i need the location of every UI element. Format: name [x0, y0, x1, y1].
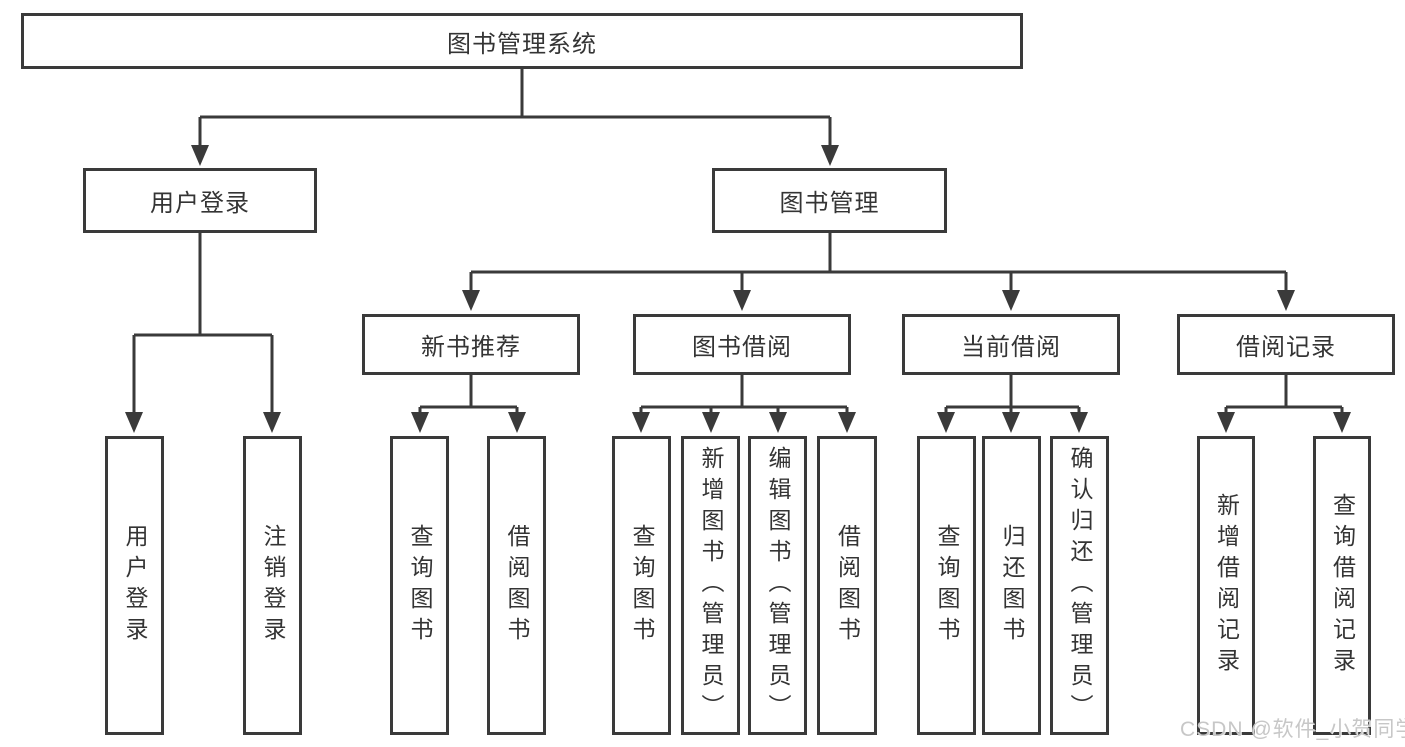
node-module-current-borrow: 当前借阅: [902, 314, 1120, 375]
leaf-label: 查询图书: [629, 523, 655, 648]
leaf-borrow-books-borrow: 借阅图书: [817, 436, 877, 735]
node-user-login: 用户登录: [83, 168, 317, 233]
leaf-add-borrow-record: 新增借阅记录: [1197, 436, 1255, 735]
leaf-label: 借阅图书: [504, 523, 530, 648]
leaf-borrow-books-recommend: 借阅图书: [487, 436, 546, 735]
connector-paths: [132, 69, 1344, 419]
leaf-label: 确认归还（管理员）: [1067, 446, 1093, 725]
leaf-user-login: 用户登录: [105, 436, 164, 735]
leaf-label: 借阅图书: [834, 523, 861, 648]
leaf-label: 查询图书: [934, 523, 960, 648]
node-module-book-borrow: 图书借阅: [633, 314, 851, 375]
leaf-edit-book-admin: 编辑图书（管理员）: [748, 436, 807, 735]
node-root-label: 图书管理系统: [447, 30, 597, 58]
module-label: 借阅记录: [1236, 334, 1336, 361]
leaf-query-books-recommend: 查询图书: [390, 436, 449, 735]
leaf-return-books: 归还图书: [982, 436, 1041, 735]
leaf-label: 查询借阅记录: [1329, 492, 1356, 679]
leaf-label: 新增借阅记录: [1213, 492, 1240, 679]
module-label: 图书借阅: [692, 334, 792, 361]
leaf-query-books-borrow: 查询图书: [612, 436, 671, 735]
node-module-new-book-recommend: 新书推荐: [362, 314, 580, 375]
leaf-label: 新增图书（管理员）: [698, 446, 724, 725]
leaf-add-book-admin: 新增图书（管理员）: [681, 436, 740, 735]
leaf-label: 归还图书: [999, 523, 1025, 648]
module-label: 当前借阅: [961, 334, 1061, 361]
leaf-query-books-current: 查询图书: [917, 436, 976, 735]
leaf-logout: 注销登录: [243, 436, 302, 735]
leaf-query-borrow-record: 查询借阅记录: [1313, 436, 1371, 735]
arrowheads: [125, 145, 1351, 433]
leaf-label: 用户登录: [122, 523, 148, 648]
node-book-management-label: 图书管理: [779, 190, 880, 217]
node-module-borrow-records: 借阅记录: [1177, 314, 1395, 375]
watermark: CSDN @软件_小贺同学: [1180, 718, 1405, 741]
leaf-confirm-return-admin: 确认归还（管理员）: [1050, 436, 1109, 735]
leaf-label: 编辑图书（管理员）: [765, 446, 791, 725]
leaf-label: 注销登录: [260, 523, 286, 648]
node-user-login-label: 用户登录: [150, 190, 250, 217]
module-label: 新书推荐: [421, 334, 521, 361]
leaf-label: 查询图书: [407, 523, 433, 648]
node-book-management: 图书管理: [712, 168, 947, 233]
node-root: 图书管理系统: [21, 13, 1023, 69]
